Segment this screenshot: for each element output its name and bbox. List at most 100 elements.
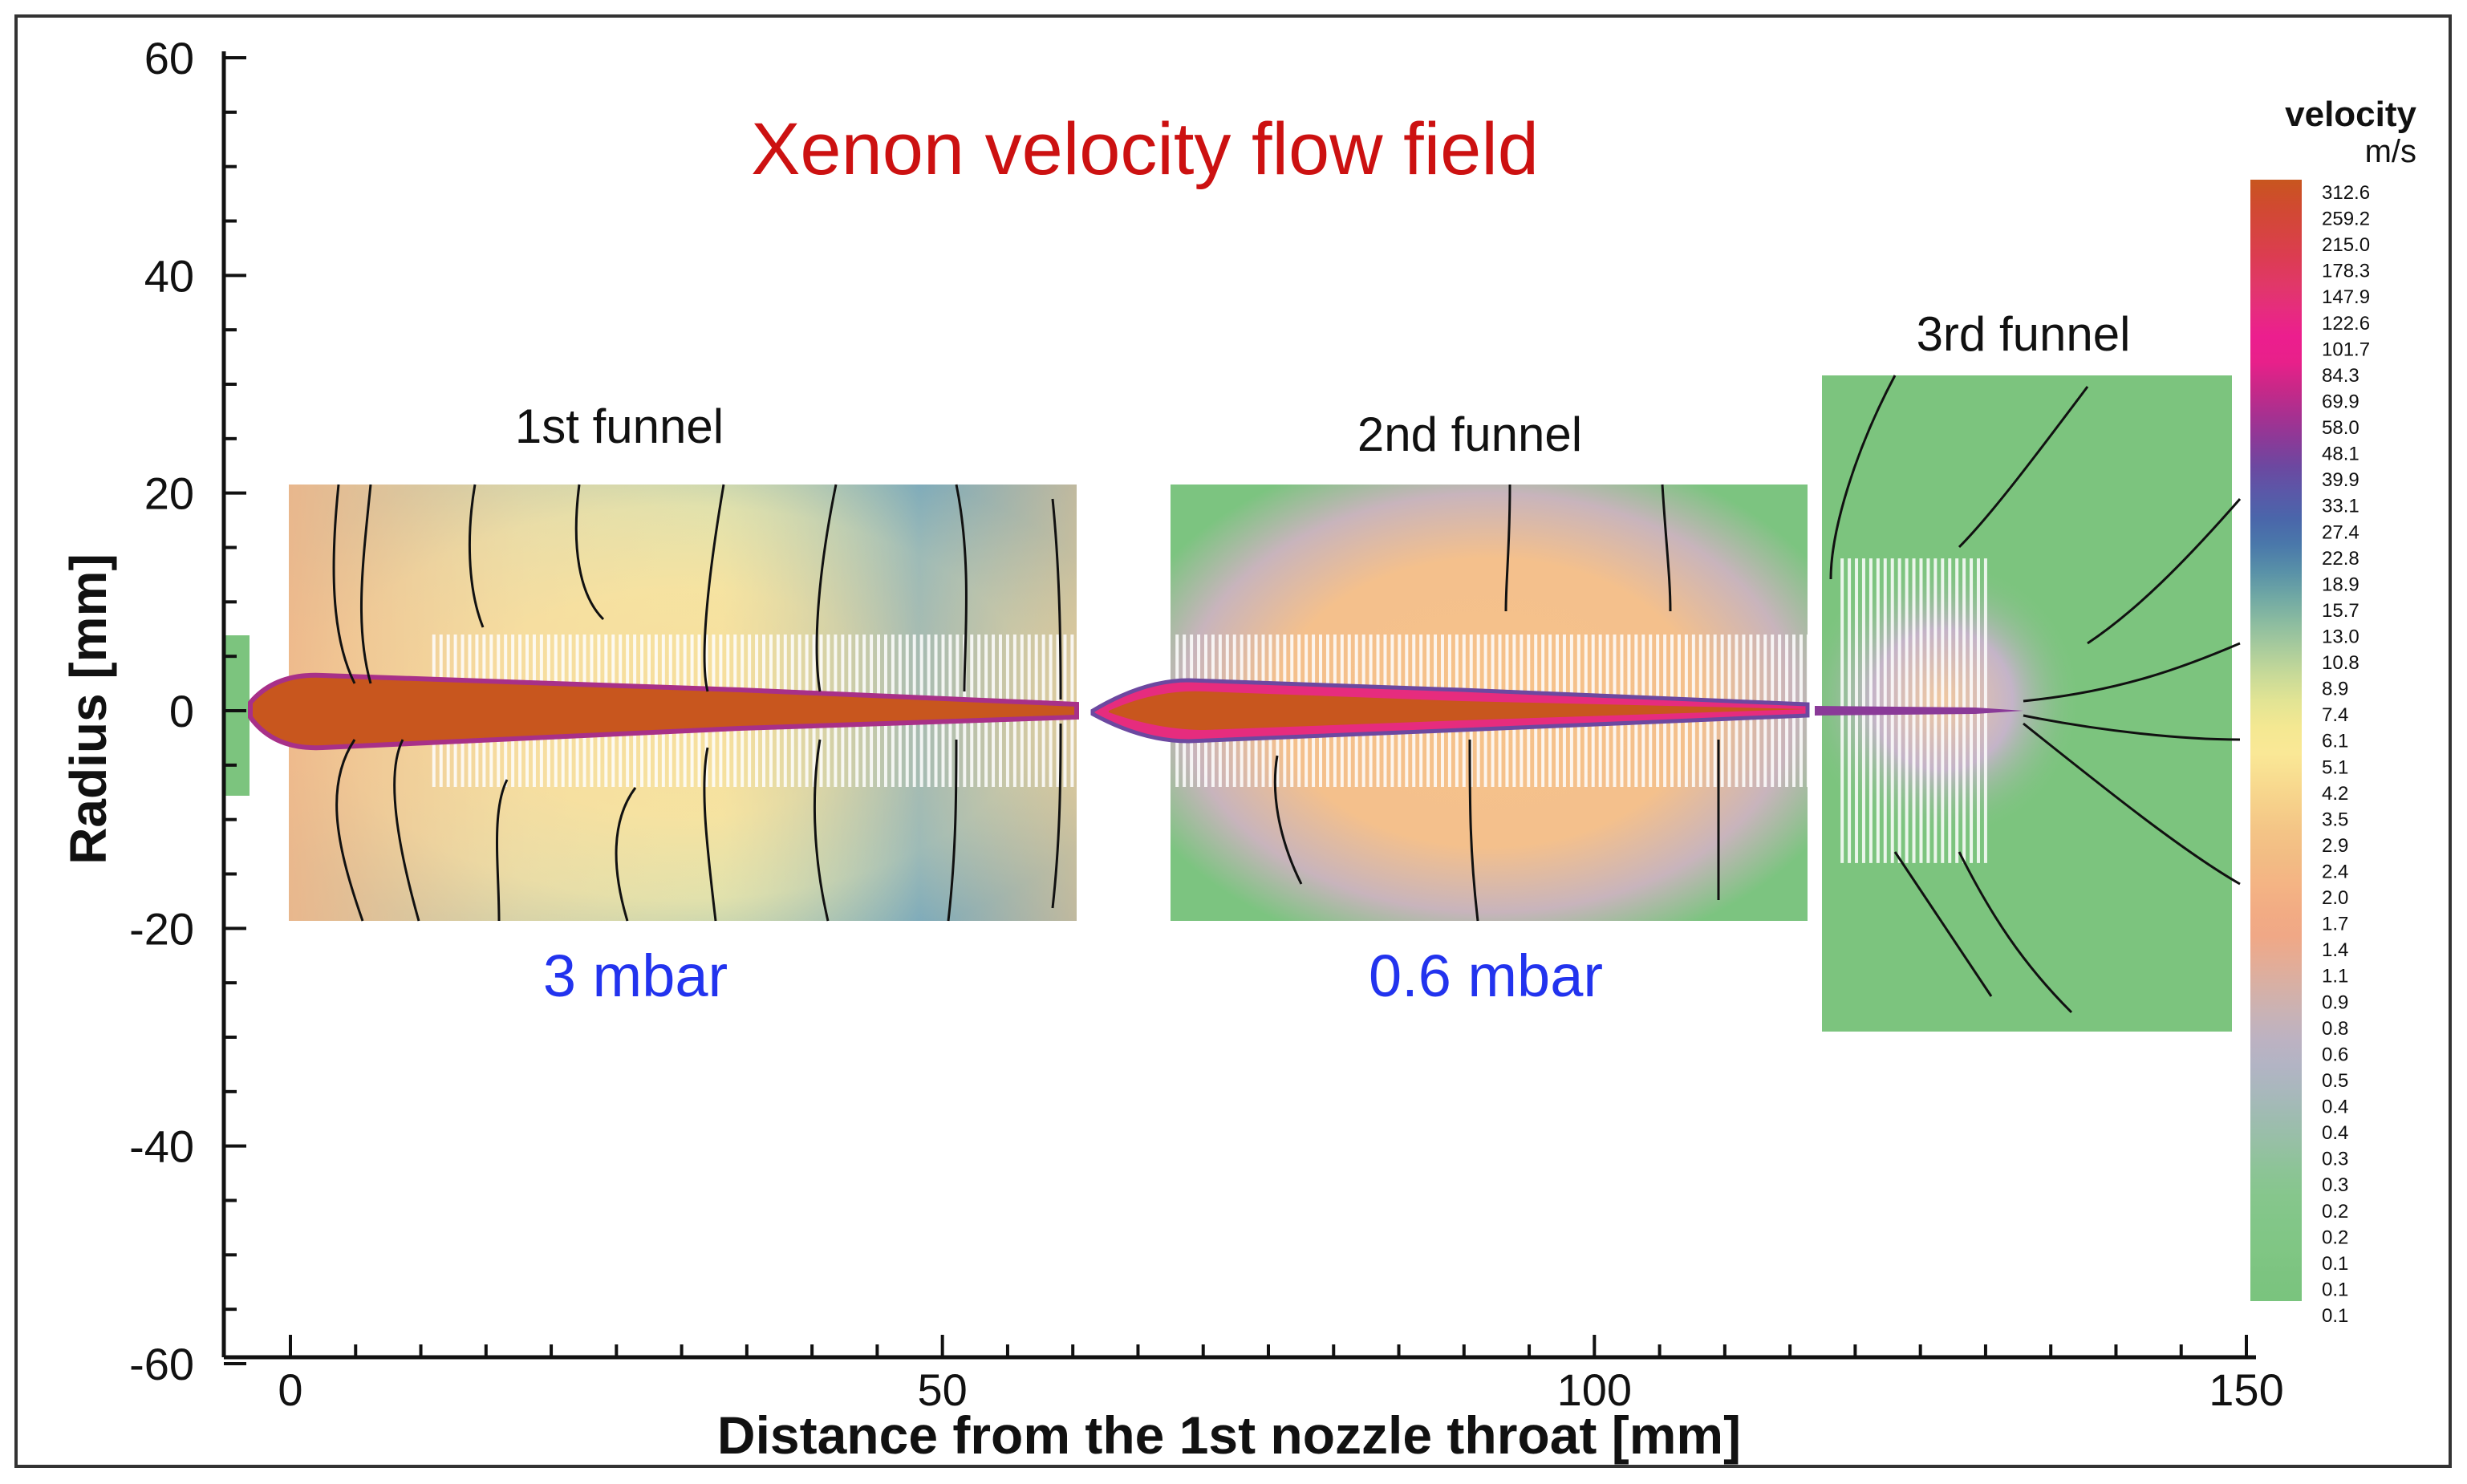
colorbar-level-label: 0.5 (2322, 1070, 2348, 1092)
colorbar-level-label: 15.7 (2322, 600, 2359, 622)
x-axis-label: Distance from the 1st nozzle throat [mm] (717, 1405, 1741, 1465)
streamline (1468, 739, 1479, 922)
colorbar-level-label: 48.1 (2322, 444, 2359, 465)
colorbar-level-label: 58.0 (2322, 417, 2359, 439)
colorbar-level-label: 0.3 (2322, 1149, 2348, 1170)
y-ticks: 60 40 20 0 -20 -40 -60 (129, 33, 246, 1389)
colorbar-title: velocity (2285, 95, 2416, 134)
colorbar-level-label: 0.6 (2322, 1044, 2348, 1065)
colorbar-level-label: 2.4 (2322, 862, 2348, 883)
streamline (815, 484, 838, 692)
streamline (615, 787, 637, 922)
streamline (574, 484, 605, 621)
nozzle-region (224, 635, 250, 796)
colorbar-level-label: 1.7 (2322, 914, 2348, 935)
colorbar-level-label: 0.4 (2322, 1097, 2348, 1118)
streamline (468, 484, 485, 628)
label-2nd-funnel: 2nd funnel (1357, 407, 1582, 461)
velocity-flow-chart: 0 50 100 150 60 40 20 0 -20 -40 -60 Xenon velocit… (59, 33, 2417, 1465)
streamline (496, 779, 509, 922)
streamline (955, 484, 968, 692)
colorbar-unit: m/s (2365, 134, 2416, 169)
y-tick-label: 60 (144, 33, 194, 83)
colorbar-level-label: 1.1 (2322, 966, 2348, 987)
y-tick-label: 20 (144, 468, 194, 519)
streamline (1051, 498, 1062, 700)
colorbar-level-label: 0.3 (2322, 1174, 2348, 1196)
jet-3rd-funnel (1815, 706, 2023, 716)
colorbar-level-label: 4.2 (2322, 783, 2348, 805)
chart-title: Xenon velocity flow field (751, 108, 1539, 190)
x-tick-label: 150 (2209, 1364, 2283, 1415)
colorbar-level-label: 2.9 (2322, 835, 2348, 857)
streamline (359, 484, 372, 684)
x-ticks: 0 50 100 150 (278, 1335, 2284, 1415)
colorbar-level-label: 69.9 (2322, 391, 2359, 412)
colorbar-level-label: 27.4 (2322, 521, 2359, 543)
axes (221, 51, 2256, 1360)
colorbar-level-label: 178.3 (2322, 261, 2370, 282)
colorbar-level-label: 101.7 (2322, 339, 2370, 360)
colorbar-level-label: 3.5 (2322, 809, 2348, 830)
colorbar-level-label: 0.1 (2322, 1279, 2348, 1300)
streamline (2023, 642, 2241, 703)
streamline (1893, 851, 1993, 997)
colorbar-level-label: 0.2 (2322, 1227, 2348, 1248)
streamlines (332, 375, 2242, 1014)
colorbar-level-label: 312.6 (2322, 182, 2370, 204)
colorbar-level-label: 0.2 (2322, 1201, 2348, 1222)
streamline (2023, 722, 2241, 886)
colorbar-level-label: 0.1 (2322, 1253, 2348, 1275)
streamline (703, 484, 725, 692)
colorbar-level-label: 33.1 (2322, 496, 2359, 517)
x-tick-label: 100 (1557, 1364, 1632, 1415)
streamline (1661, 484, 1672, 612)
colorbar-labels: 312.6259.2215.0178.3147.9122.6101.784.36… (2322, 182, 2370, 1327)
colorbar-level-label: 13.0 (2322, 626, 2359, 647)
streamline (2087, 498, 2242, 645)
colorbar: velocity m/s 312.6259.2215.0178.3147.912… (2250, 95, 2417, 1327)
label-1st-funnel: 1st funnel (515, 399, 724, 453)
pressure-1st-funnel: 3 mbar (543, 943, 728, 1009)
streamline (332, 484, 356, 684)
streamline (335, 739, 364, 922)
pressure-2nd-funnel: 0.6 mbar (1369, 943, 1603, 1009)
label-3rd-funnel: 3rd funnel (1917, 307, 2131, 361)
colorbar-level-label: 0.1 (2322, 1305, 2348, 1327)
figure-frame: 0 50 100 150 60 40 20 0 -20 -40 -60 Xenon velocit… (14, 14, 2452, 1468)
colorbar-level-label: 7.4 (2322, 704, 2348, 726)
y-tick-label: -40 (129, 1121, 194, 1172)
colorbar-level-label: 39.9 (2322, 469, 2359, 491)
colorbar-level-label: 18.9 (2322, 574, 2359, 595)
colorbar-level-label: 122.6 (2322, 313, 2370, 335)
region-3rd-funnel-glow (1822, 499, 2223, 900)
x-tick-label: 50 (918, 1364, 968, 1415)
jet-1st-funnel (248, 672, 1079, 751)
y-tick-label: 0 (169, 686, 194, 736)
y-tick-label: -60 (129, 1339, 194, 1389)
colorbar-level-label: 6.1 (2322, 731, 2348, 752)
colorbar-level-label: 0.4 (2322, 1122, 2348, 1144)
colorbar-level-label: 5.1 (2322, 756, 2348, 778)
colorbar-level-label: 0.9 (2322, 991, 2348, 1013)
streamline (1958, 386, 2089, 549)
streamline (2023, 714, 2241, 741)
colorbar-scale (2250, 180, 2302, 1301)
velocity-jet (248, 672, 2023, 751)
streamline (703, 747, 717, 922)
colorbar-level-label: 10.8 (2322, 652, 2359, 674)
colorbar-level-label: 1.4 (2322, 939, 2348, 961)
colorbar-level-label: 2.0 (2322, 887, 2348, 909)
jet-2nd-funnel-core (1109, 691, 1808, 730)
colorbar-level-label: 215.0 (2322, 234, 2370, 256)
x-tick-label: 0 (278, 1364, 302, 1415)
colorbar-level-label: 8.9 (2322, 679, 2348, 700)
y-tick-label: 40 (144, 250, 194, 301)
streamline (1958, 851, 2073, 1014)
streamline (1829, 375, 1897, 580)
colorbar-level-label: 84.3 (2322, 365, 2359, 387)
y-tick-label: -20 (129, 903, 194, 954)
streamline (1273, 755, 1303, 885)
streamline (947, 739, 958, 922)
streamline (1051, 723, 1062, 909)
